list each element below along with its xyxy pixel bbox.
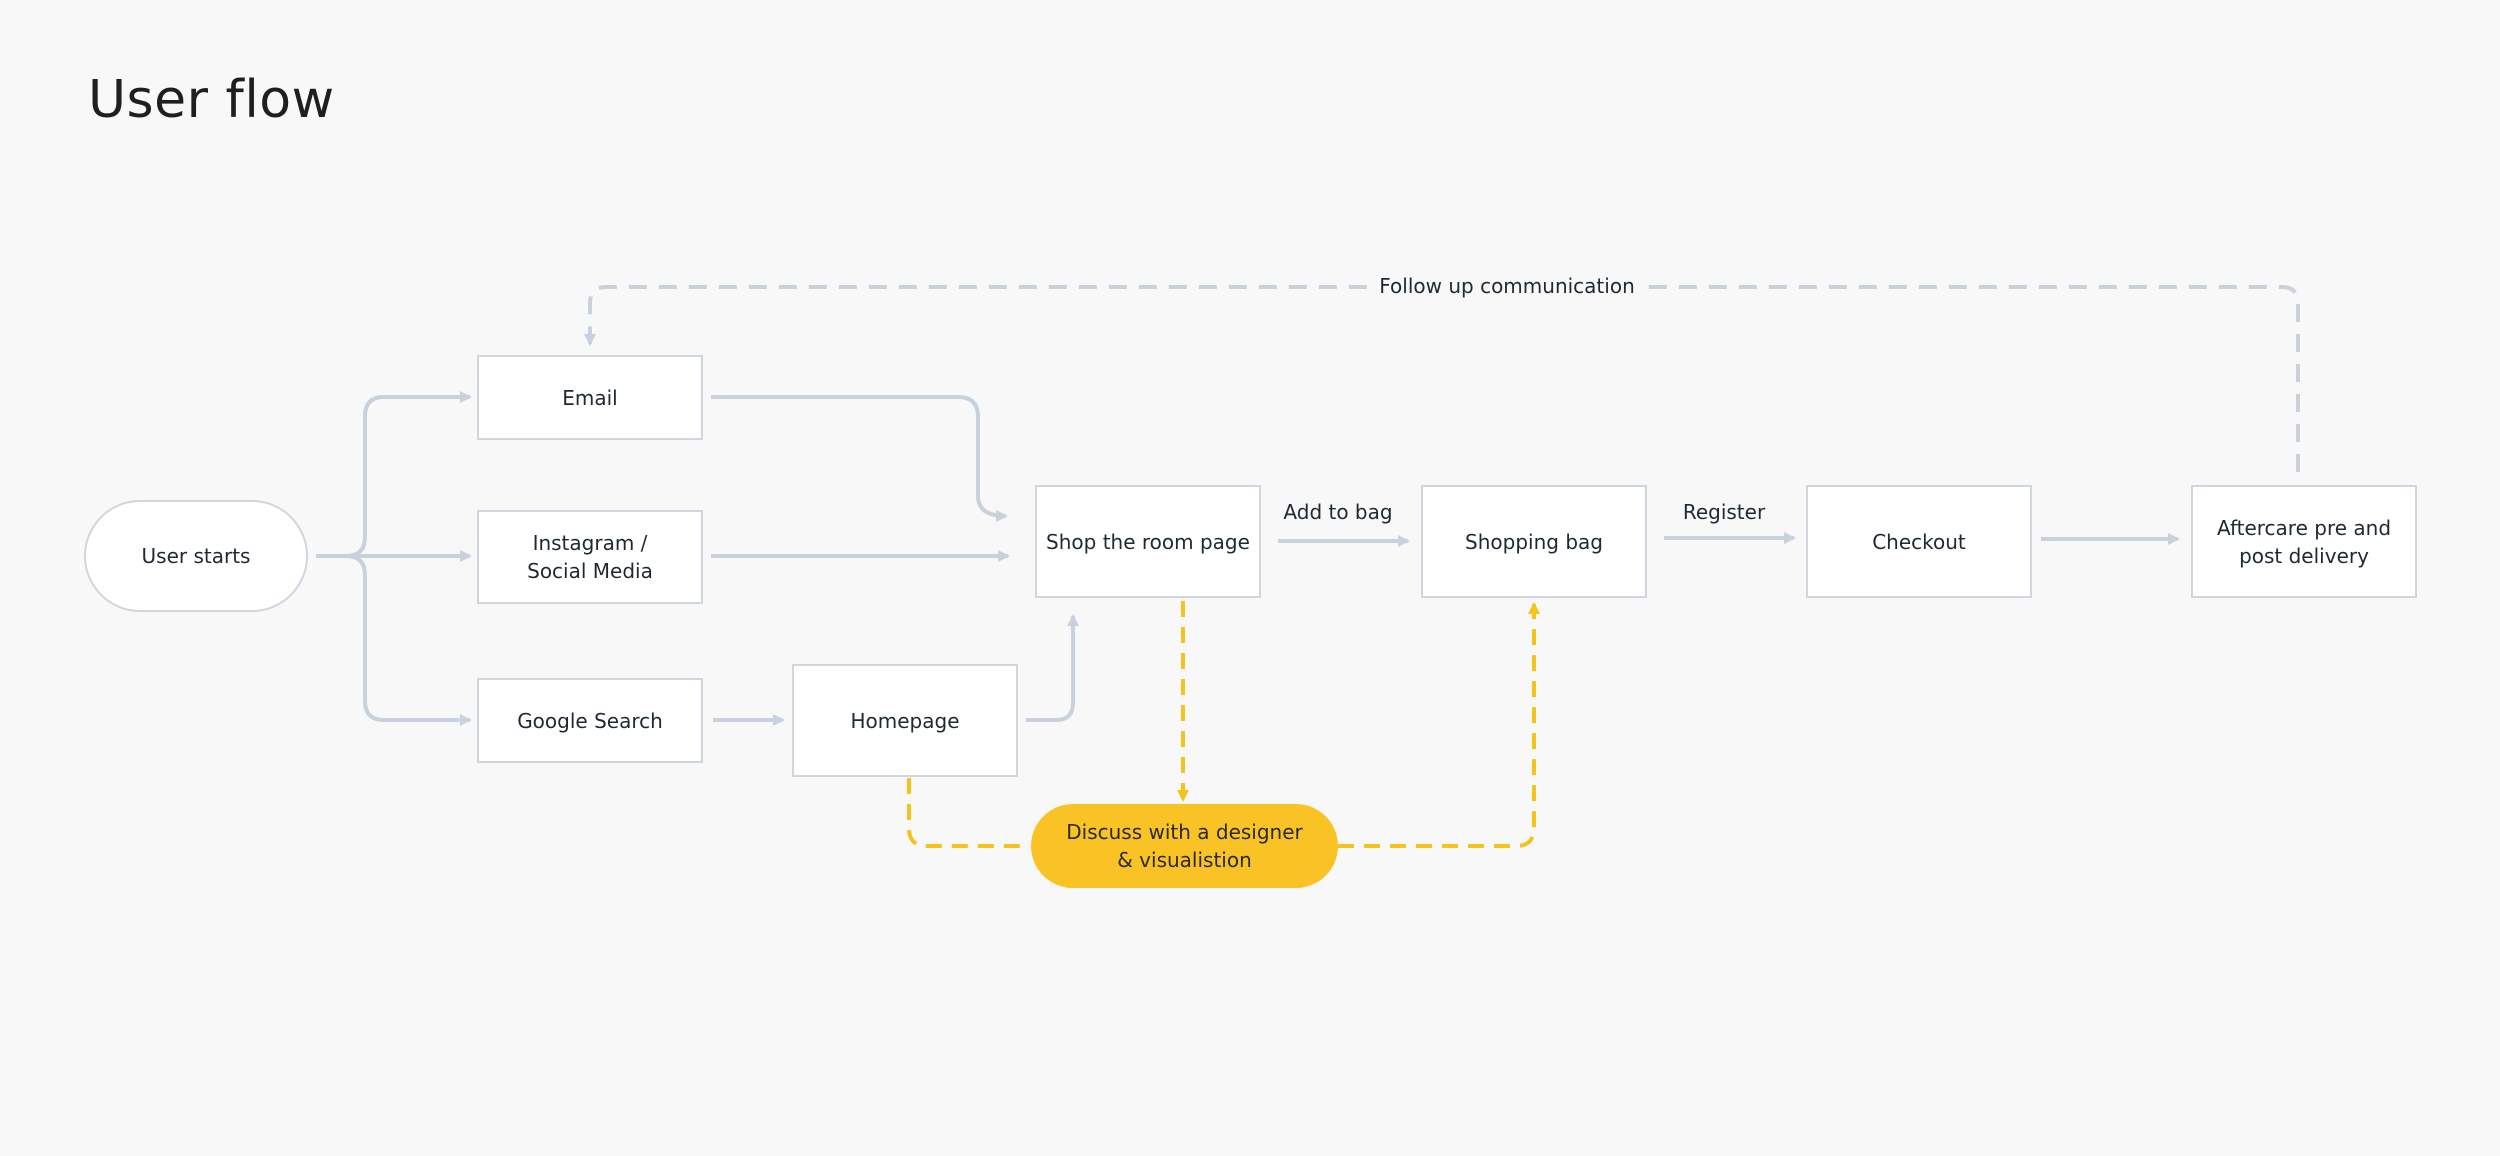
node-email-label: Email <box>562 385 618 410</box>
node-homepage: Homepage <box>792 664 1018 777</box>
node-user-starts: User starts <box>84 500 308 612</box>
node-google-search: Google Search <box>477 678 703 763</box>
connector-email-shop <box>711 395 1008 522</box>
page-title: User flow <box>88 70 335 130</box>
connector-designer-bag <box>1338 602 1540 848</box>
node-shop-the-room: Shop the room page <box>1035 485 1261 598</box>
connector-start-email <box>316 391 472 558</box>
connector-homepage-designer <box>907 778 1030 848</box>
node-email: Email <box>477 355 703 440</box>
edge-label-register: Register <box>1682 500 1766 524</box>
connector-start-google <box>345 554 472 726</box>
node-aftercare-label: Aftercare pre and post delivery <box>2216 515 2392 568</box>
node-shopping-bag-label: Shopping bag <box>1465 529 1603 554</box>
node-aftercare: Aftercare pre and post delivery <box>2191 485 2417 598</box>
node-checkout-label: Checkout <box>1872 529 1966 554</box>
node-instagram-label: Instagram / Social Media <box>527 531 653 583</box>
connector-homepage-shop <box>1026 614 1079 722</box>
edge-label-follow-up: Follow up communication <box>1371 274 1643 298</box>
node-homepage-label: Homepage <box>850 708 960 733</box>
node-google-search-label: Google Search <box>517 708 663 733</box>
node-instagram: Instagram / Social Media <box>477 510 703 604</box>
node-discuss-designer: Discuss with a designer & visualistion <box>1031 804 1338 888</box>
node-shop-the-room-label: Shop the room page <box>1046 529 1250 554</box>
node-shopping-bag: Shopping bag <box>1421 485 1647 598</box>
edge-label-add-to-bag: Add to bag <box>1283 500 1393 524</box>
node-checkout: Checkout <box>1806 485 2032 598</box>
node-discuss-designer-label: Discuss with a designer & visualistion <box>1066 820 1303 872</box>
node-user-starts-label: User starts <box>141 544 251 568</box>
connector-follow-up-loop <box>584 285 2300 472</box>
